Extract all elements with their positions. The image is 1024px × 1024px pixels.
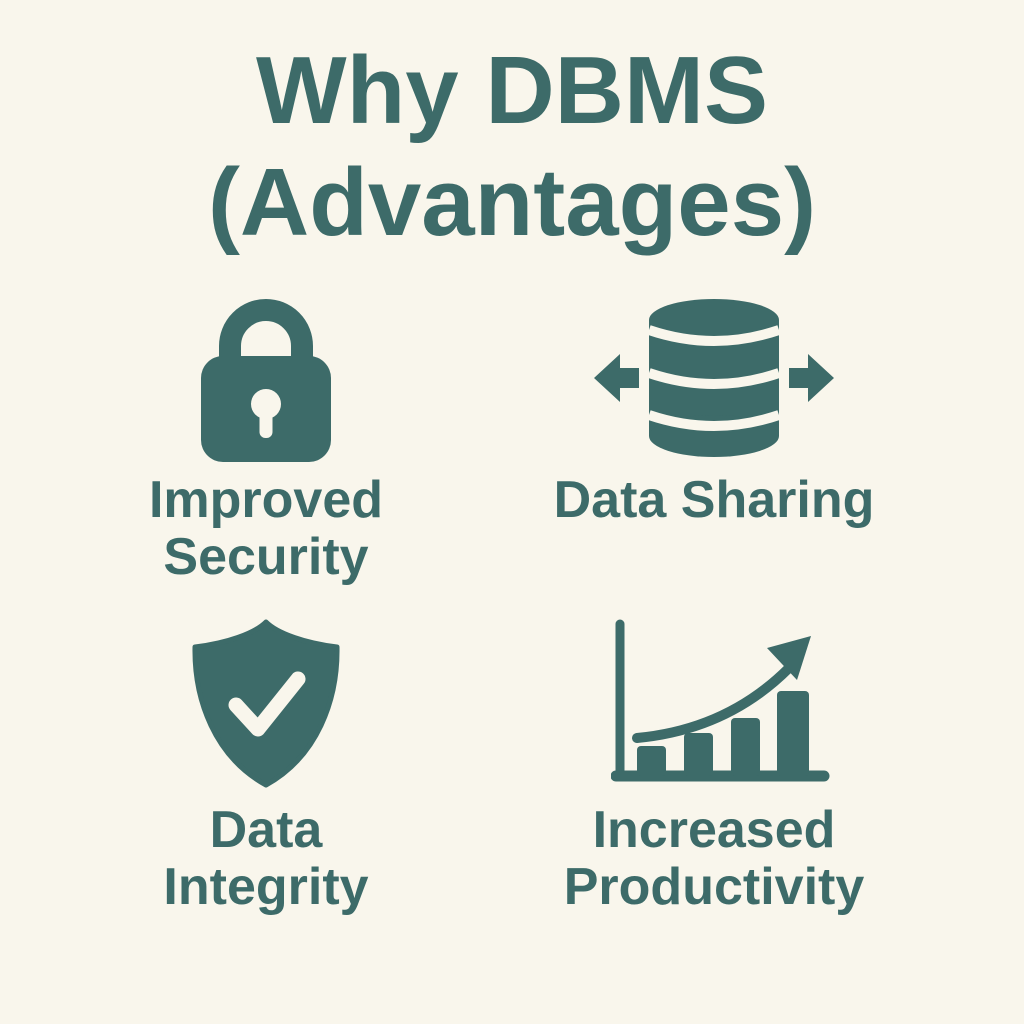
advantage-label: Improved Security — [148, 471, 384, 587]
advantage-increased-productivity: Increased Productivity — [464, 616, 964, 916]
advantage-label: Data Sharing — [553, 471, 875, 529]
shield-check-icon — [192, 619, 340, 788]
advantage-data-sharing: Data Sharing — [464, 296, 964, 529]
advantage-label: Increased Productivity — [563, 801, 865, 917]
lock-icon — [201, 299, 331, 462]
bar-chart-growth-icon — [611, 619, 830, 782]
database-share-icon — [594, 299, 834, 457]
advantage-improved-security: Improved Security — [16, 298, 516, 586]
advantage-label: Data Integrity — [163, 801, 369, 917]
advantage-data-integrity: Data Integrity — [16, 616, 516, 916]
page-title: Why DBMS (Advantages) — [207, 37, 817, 257]
